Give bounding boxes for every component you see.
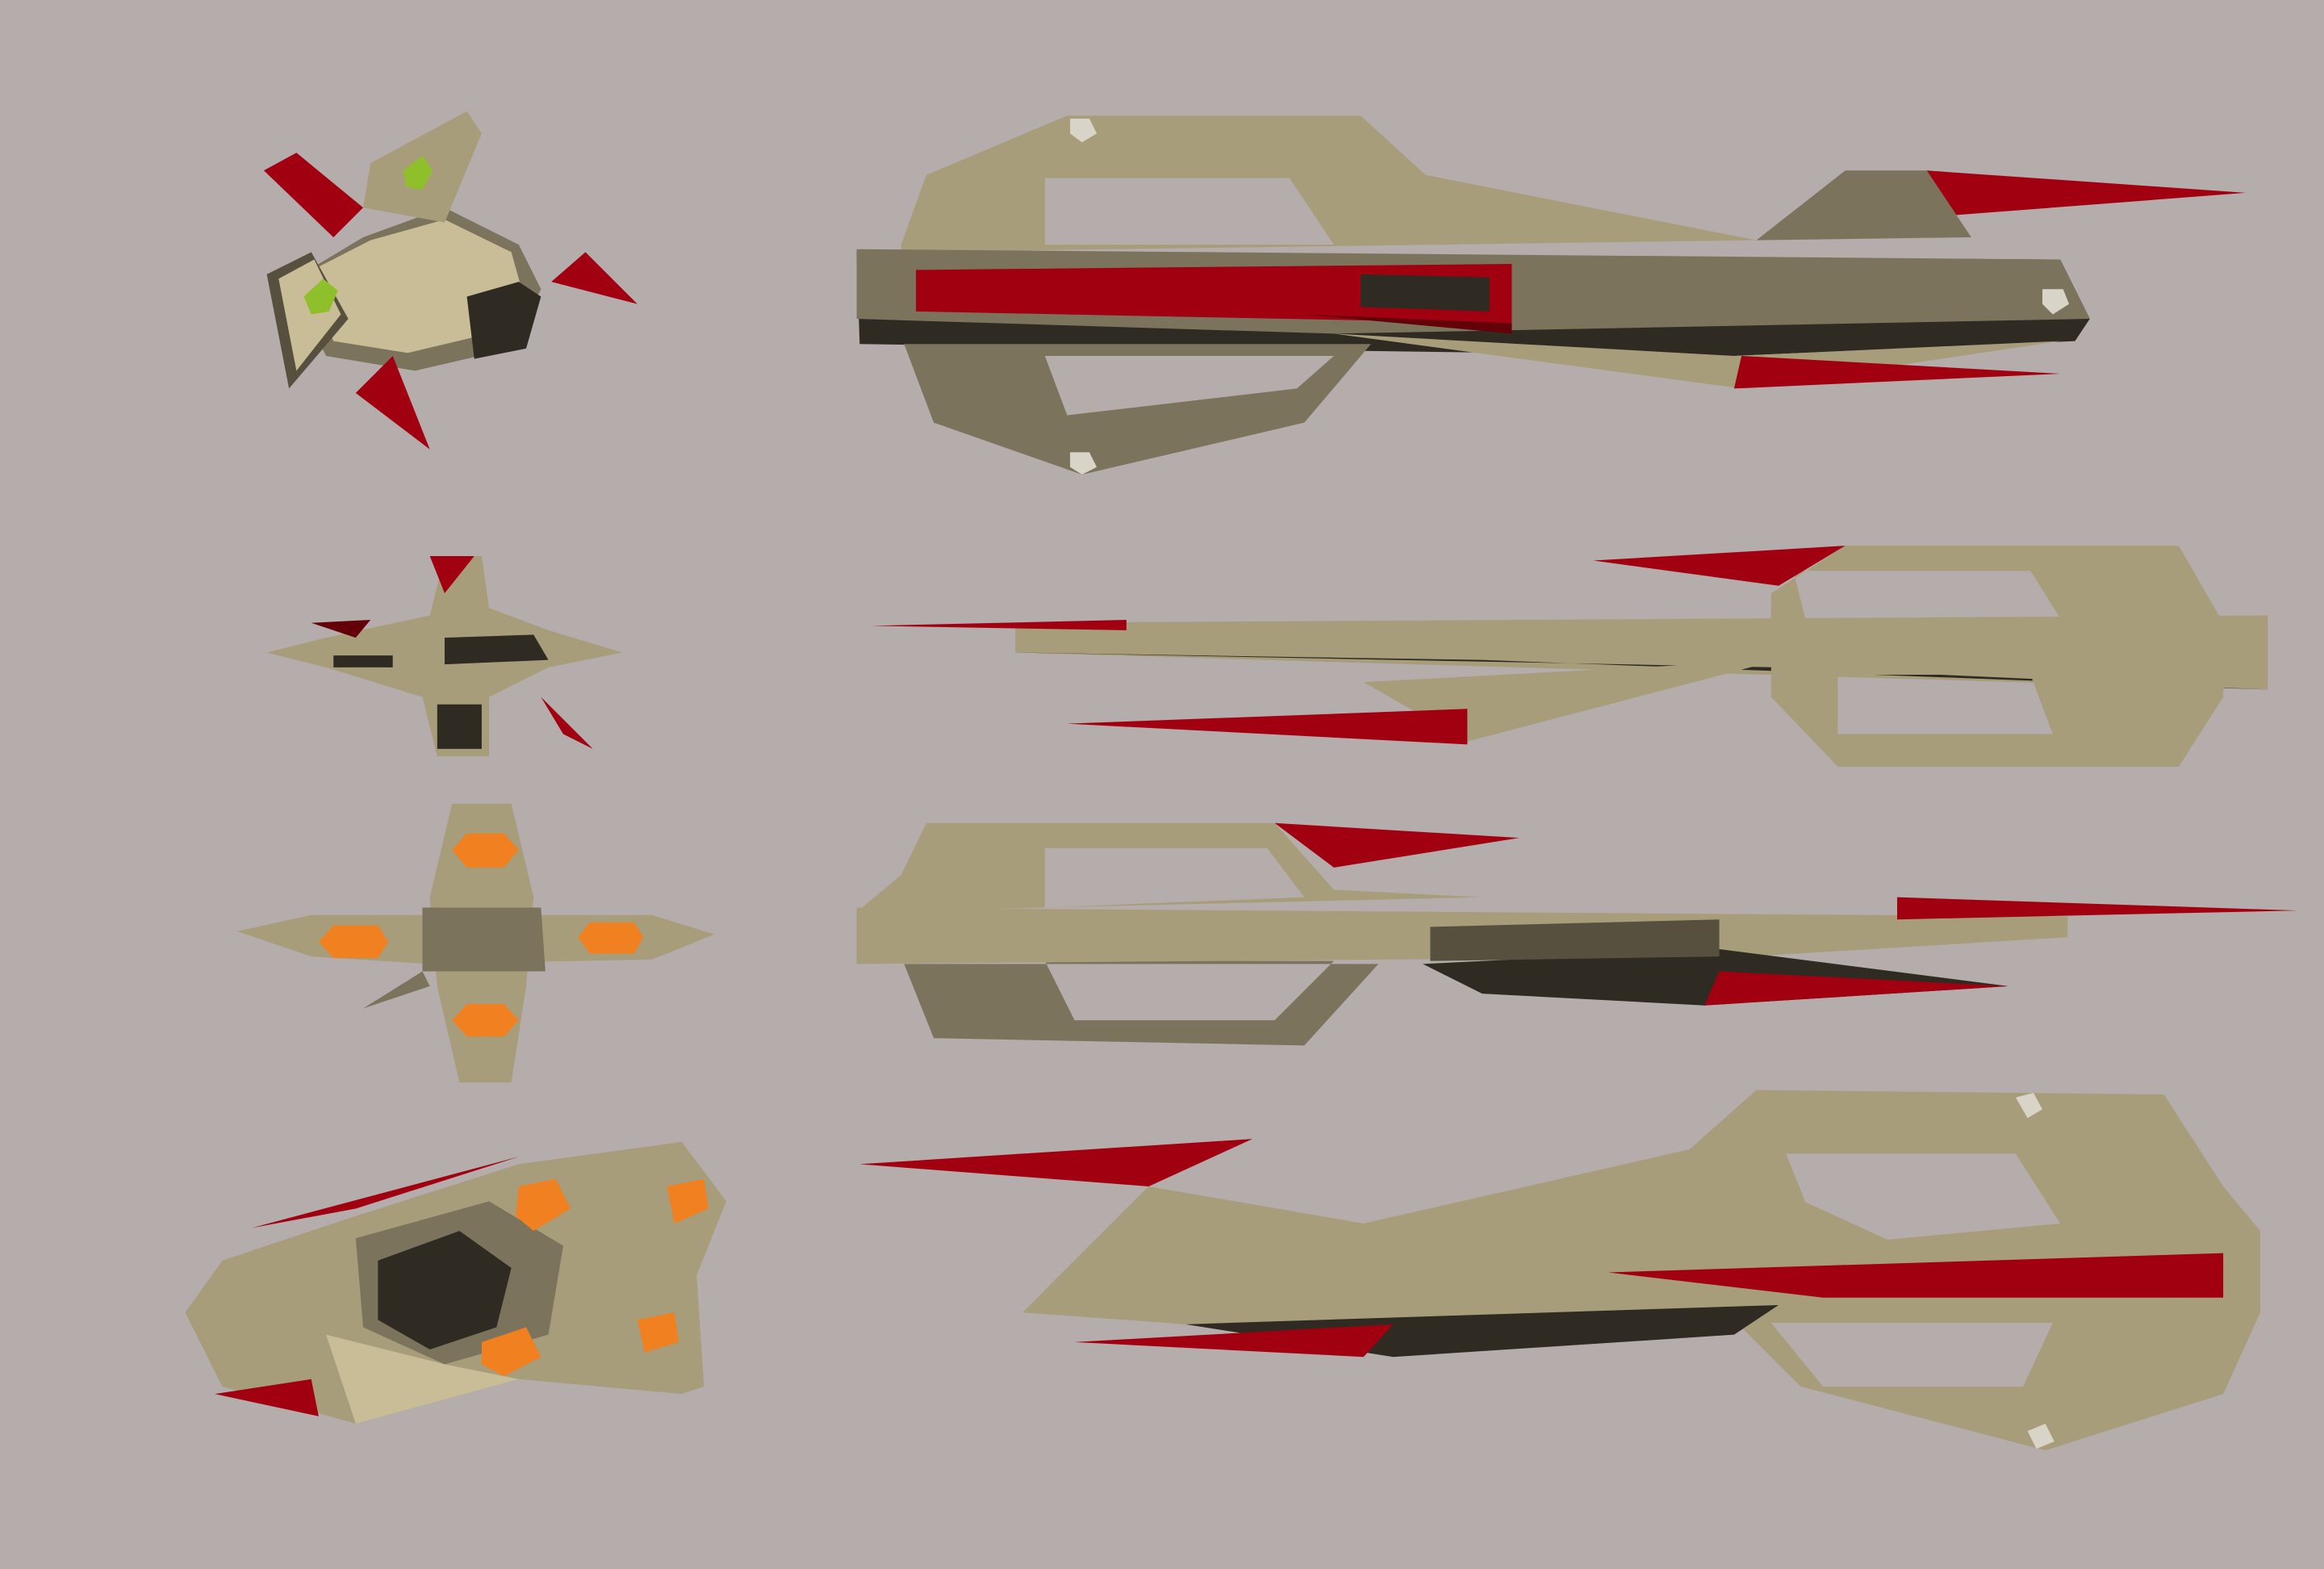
engine-orange (452, 833, 519, 868)
hull-panel (1334, 333, 2061, 389)
window-green (403, 155, 433, 190)
hull-panel (326, 1334, 519, 1424)
hull-panel (1070, 452, 1097, 475)
hull-panel (466, 282, 541, 359)
hull-panel (1756, 170, 1971, 241)
ship-view-side-bottom (859, 1090, 2261, 1451)
ship-view-top-cross (236, 803, 715, 1083)
hull-panel (1593, 546, 1845, 586)
hull-panel (2042, 289, 2070, 315)
hull-panel (311, 620, 371, 638)
ship-view-perspective-top (263, 111, 637, 450)
engine-orange (318, 925, 389, 958)
hull-panel (872, 620, 1126, 630)
hull-panel (429, 556, 474, 593)
hull-panel (1430, 919, 1720, 961)
hull-panel (1770, 546, 2224, 767)
hull-panel (859, 1139, 1253, 1186)
hull-panel (1361, 274, 1490, 312)
engine-orange (667, 1178, 708, 1224)
engine-orange (516, 1178, 571, 1232)
hull-panel (901, 115, 1757, 253)
hull-panel (445, 634, 549, 665)
hull-panel (1070, 118, 1097, 143)
hull-panel (2027, 1423, 2054, 1450)
ship-view-side-middle (872, 546, 2268, 767)
hull-panel (551, 252, 637, 304)
hull-panel (1274, 822, 1519, 868)
hull-panel (1897, 897, 2297, 920)
hull-panel (1926, 170, 2246, 215)
ship-view-side-top (856, 115, 2246, 475)
hull-panel (904, 344, 1371, 475)
engine-orange (481, 1327, 541, 1377)
window-green (303, 278, 338, 315)
hull-panel (437, 704, 482, 749)
hull-panel (355, 355, 430, 450)
engine-orange (637, 1312, 679, 1353)
hull-panel (1074, 1324, 1394, 1358)
hull-panel (904, 960, 1379, 1046)
hull-panel (333, 655, 393, 667)
hull-panel (378, 1231, 512, 1350)
hull-panel (303, 219, 522, 354)
hull-panel (363, 971, 430, 1009)
hull-panel (263, 153, 363, 237)
hull-panel (856, 822, 1482, 913)
hull-panel (2015, 1093, 2043, 1119)
ship-view-perspective-bottom (185, 1141, 726, 1424)
hull-panel (1704, 971, 2008, 1006)
hull-panel (1607, 1253, 2224, 1298)
hull-panel (422, 907, 545, 972)
hull-panel (215, 1379, 319, 1416)
engine-orange (452, 1003, 519, 1037)
engine-orange (578, 922, 644, 954)
ship-view-side-lower (856, 822, 2297, 1046)
hull-panel (1304, 314, 1512, 334)
hull-panel (1067, 709, 1468, 745)
hull-panel (1733, 355, 2061, 389)
